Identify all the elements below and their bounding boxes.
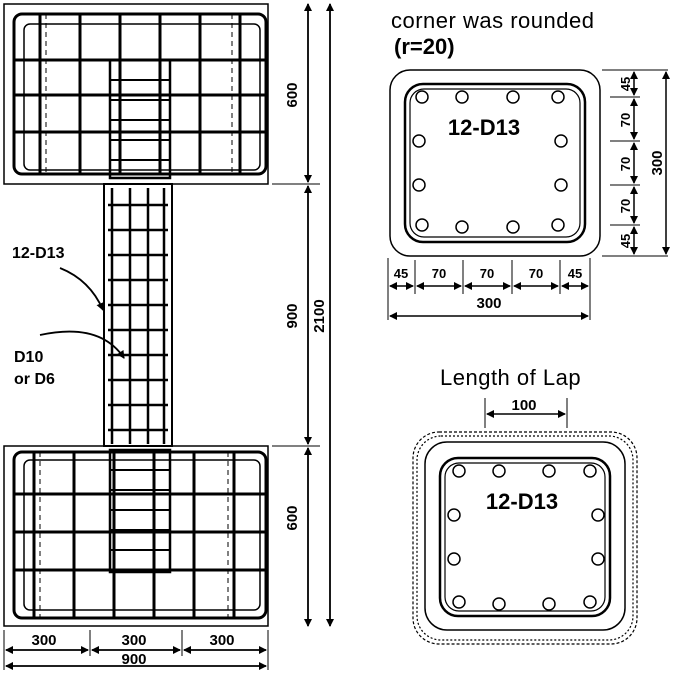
bottom-stub-horizontal-bars bbox=[14, 492, 266, 572]
section-height-part-4: 70 bbox=[618, 199, 633, 213]
lap-hoop-inner bbox=[444, 462, 606, 612]
total-width-dim: 900 bbox=[121, 651, 146, 668]
lap-length-dimension bbox=[484, 398, 568, 428]
lap-wrap-middle bbox=[416, 435, 634, 641]
lap-title: Length of Lap bbox=[440, 365, 581, 390]
section-rebars bbox=[412, 90, 568, 234]
section-height-part-1: 45 bbox=[618, 77, 633, 91]
tie-leader-arrow bbox=[39, 330, 125, 359]
top-stub-hoop-inner bbox=[23, 23, 261, 171]
elevation-view bbox=[3, 3, 334, 670]
section-width-part-5: 45 bbox=[568, 266, 582, 281]
lap-section-outline bbox=[424, 441, 626, 631]
lap-rebars bbox=[447, 464, 605, 611]
section-height-part-2: 70 bbox=[618, 113, 633, 127]
section-height-part-5: 45 bbox=[618, 234, 633, 248]
width-part-2-dim: 300 bbox=[121, 632, 146, 649]
section-title-line1: corner was rounded bbox=[391, 8, 594, 33]
main-rebar-leader-arrow bbox=[59, 267, 104, 311]
tie-label-line2: or D6 bbox=[14, 371, 55, 388]
width-part-3-dim: 300 bbox=[209, 632, 234, 649]
section-hoop-inner bbox=[409, 88, 581, 238]
section-width-part-2: 70 bbox=[432, 266, 446, 281]
lap-length-value: 100 bbox=[511, 397, 536, 414]
section-height-part-3: 70 bbox=[618, 157, 633, 171]
column-height-dim: 900 bbox=[284, 303, 301, 328]
bottom-stub-vertical-bars bbox=[32, 452, 236, 618]
main-rebar-label: 12-D13 bbox=[12, 245, 65, 262]
section-width-part-3: 70 bbox=[480, 266, 494, 281]
top-height-dim: 600 bbox=[284, 82, 301, 107]
total-height-dim: 2100 bbox=[311, 299, 328, 332]
lap-wrap-outer bbox=[412, 431, 638, 645]
bottom-stub-hoop-outer bbox=[12, 450, 268, 620]
elevation-horizontal-dimensions bbox=[3, 630, 269, 670]
bottom-stub-hoop-inner bbox=[23, 459, 261, 611]
width-part-1-dim: 300 bbox=[31, 632, 56, 649]
section-horizontal-dimensions bbox=[387, 258, 591, 320]
elevation-vertical-dimensions bbox=[272, 3, 334, 627]
section-total-width: 300 bbox=[476, 295, 501, 312]
bottom-stub-dashed-lines bbox=[39, 452, 229, 618]
section-total-height: 300 bbox=[649, 150, 666, 175]
column-outline bbox=[103, 183, 173, 447]
section-hoop-outer bbox=[403, 82, 587, 244]
lap-hoop-outer bbox=[438, 456, 612, 618]
section-rebar-label: 12-D13 bbox=[448, 115, 520, 140]
section-outline bbox=[389, 69, 601, 257]
section-width-part-4: 70 bbox=[529, 266, 543, 281]
bottom-height-dim: 600 bbox=[284, 505, 301, 530]
section-rounded-view bbox=[387, 69, 670, 320]
top-stub-horizontal-bars bbox=[14, 58, 266, 134]
section-width-part-1: 45 bbox=[394, 266, 408, 281]
section-lap-view bbox=[412, 398, 638, 645]
section-vertical-dimensions bbox=[602, 69, 670, 257]
section-title-line2: (r=20) bbox=[394, 34, 455, 59]
column-ties bbox=[108, 203, 168, 432]
bottom-stub-outline bbox=[3, 445, 269, 627]
tie-label-line1: D10 bbox=[14, 349, 43, 366]
lap-rebar-label: 12-D13 bbox=[486, 489, 558, 514]
